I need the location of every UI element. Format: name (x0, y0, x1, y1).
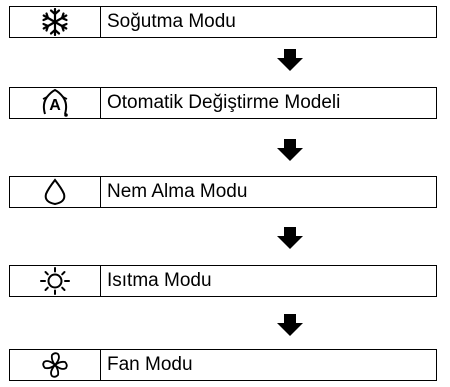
flow-arrow-down (277, 49, 303, 71)
sun-icon (40, 267, 70, 295)
mode-row-cooling: Soğutma Modu (9, 6, 437, 38)
mode-icon-cell (10, 7, 101, 37)
mode-icon-cell (10, 177, 101, 207)
auto-icon-letter: A (49, 97, 61, 114)
mode-label: Otomatik Değiştirme Modeli (107, 92, 341, 113)
mode-row-fan: Fan Modu (9, 349, 437, 381)
flow-arrow-down (277, 227, 303, 249)
mode-label: Soğutma Modu (107, 11, 236, 32)
auto-mode-icon: A (42, 88, 68, 117)
mode-icon-cell (10, 266, 101, 296)
mode-label: Nem Alma Modu (107, 181, 248, 202)
flow-arrow-down (277, 314, 303, 336)
flow-arrow-down (277, 139, 303, 161)
water-drop-icon (44, 178, 66, 206)
mode-label: Fan Modu (107, 354, 193, 375)
mode-label: Isıtma Modu (107, 270, 212, 291)
mode-row-heating: Isıtma Modu (9, 265, 437, 297)
mode-row-dehumidify: Nem Alma Modu (9, 176, 437, 208)
fan-icon (42, 352, 68, 378)
mode-icon-cell (10, 350, 101, 380)
mode-icon-cell: A (10, 88, 101, 118)
snowflake-icon (42, 8, 68, 36)
mode-row-auto: A Otomatik Değiştirme Modeli (9, 87, 437, 119)
